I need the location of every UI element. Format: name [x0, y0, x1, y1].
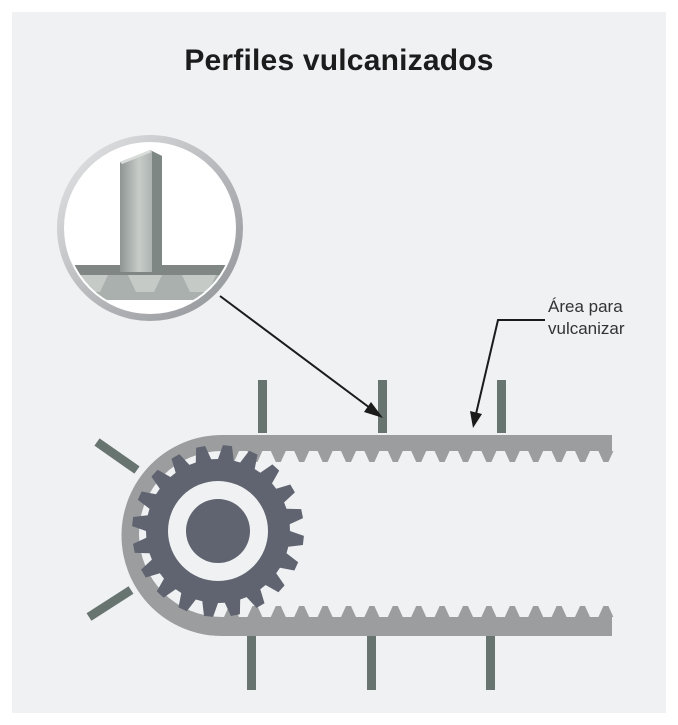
callout-line-1: Área para: [548, 297, 623, 316]
callout-line-2: vulcanizar: [548, 319, 625, 338]
profile-cleat-icon: [367, 636, 376, 690]
callout-label: Área para vulcanizar: [548, 296, 625, 340]
profile-cleat-icon: [486, 636, 495, 690]
profile-cleat-icon: [94, 438, 140, 474]
arrow-icon: [475, 319, 545, 415]
top-profiles: [258, 380, 506, 433]
drum-profiles: [86, 438, 140, 621]
diagram-title: Perfiles vulcanizados: [184, 44, 494, 77]
magnifier-detail-icon: [57, 135, 243, 321]
profile-cleat-icon: [258, 380, 267, 433]
gear-icon: [132, 445, 304, 617]
profile-cleat-icon: [86, 586, 134, 621]
arrows: [219, 295, 545, 428]
arrow-icon: [364, 402, 383, 418]
profile-cleat-icon: [497, 380, 506, 433]
profile-cleat-icon: [378, 380, 387, 433]
bottom-profiles: [247, 636, 495, 690]
arrow-icon: [470, 411, 482, 428]
profile-cleat-icon: [247, 636, 256, 690]
arrow-icon: [219, 295, 371, 409]
